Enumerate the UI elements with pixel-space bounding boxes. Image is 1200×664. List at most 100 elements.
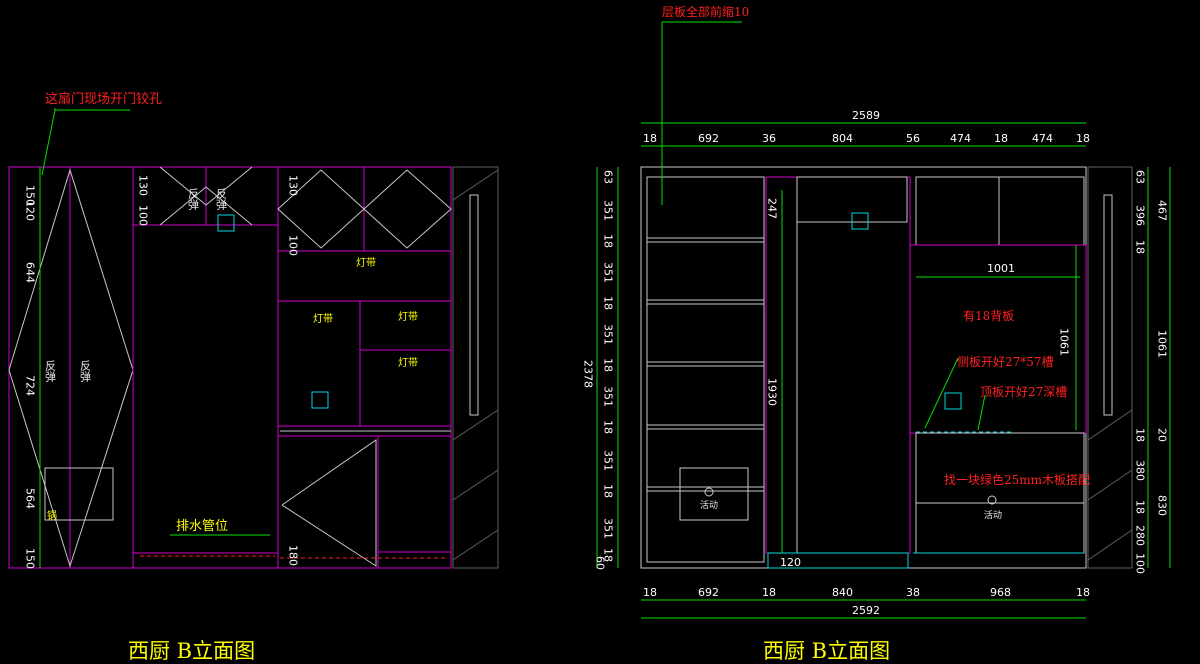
light-label: 灯带 bbox=[356, 257, 376, 269]
dim-label: 724 bbox=[24, 375, 37, 396]
light-label: 灯带 bbox=[398, 311, 418, 323]
dim-label: 63 bbox=[1134, 170, 1147, 184]
dim-label: 351 bbox=[602, 518, 615, 539]
left-vertical-dims: 150 120 644 724 564 150 bbox=[24, 185, 37, 569]
dim-label: 564 bbox=[24, 488, 37, 509]
dim-label: 18 bbox=[643, 132, 657, 145]
dim-label: 120 bbox=[24, 200, 37, 221]
dim-label: 1061 bbox=[1058, 328, 1071, 356]
left-caption: 西厨 B立面图 bbox=[128, 639, 255, 663]
socket-icon bbox=[217, 214, 235, 232]
dim-label: 18 bbox=[602, 234, 615, 248]
drain-annotation: 排水管位 bbox=[176, 519, 228, 534]
dim-label: 840 bbox=[832, 586, 853, 599]
socket-icon bbox=[851, 212, 869, 230]
light-label: 灯带 bbox=[398, 357, 418, 369]
right-elevation bbox=[596, 21, 1171, 619]
left-middle-column bbox=[132, 166, 279, 569]
back-panel-note: 有18背板 bbox=[963, 309, 1014, 323]
dim-label: 351 bbox=[602, 324, 615, 345]
dim-label: 180 bbox=[287, 545, 300, 566]
dim-label: 18 bbox=[1076, 586, 1090, 599]
dim-label: 130 bbox=[287, 175, 300, 196]
dim-label: 18 bbox=[762, 586, 776, 599]
left-elevation bbox=[8, 108, 499, 569]
dim-label: 38 bbox=[906, 586, 920, 599]
left-small-box bbox=[44, 467, 114, 521]
inner-vdims: 247 1930 1061 120 bbox=[766, 198, 1071, 569]
right-tall-unit bbox=[765, 176, 911, 554]
dim-label: 63 bbox=[602, 170, 615, 184]
dim-label: 100 bbox=[287, 235, 300, 256]
dim-label: 150 bbox=[24, 548, 37, 569]
dim-label: 18 bbox=[602, 484, 615, 498]
dim-label: 18 bbox=[1134, 428, 1147, 442]
dim-label: 18 bbox=[1134, 240, 1147, 254]
dim-label: 474 bbox=[950, 132, 971, 145]
dim-label: 18 bbox=[602, 358, 615, 372]
door-label: 反弹 bbox=[44, 360, 57, 383]
dim-label: 100 bbox=[1134, 553, 1147, 574]
dim-label: 692 bbox=[698, 586, 719, 599]
dim-label: 18 bbox=[994, 132, 1008, 145]
dim-label: 247 bbox=[766, 198, 779, 219]
small-tag: 活动 bbox=[984, 509, 1002, 521]
left-wall-hatch bbox=[452, 166, 499, 569]
dim-label: 380 bbox=[1134, 460, 1147, 481]
dim-label: 351 bbox=[602, 386, 615, 407]
dim-label: 18 bbox=[602, 548, 615, 562]
dim-label: 467 bbox=[1156, 200, 1169, 221]
left-vdims: 63 351 18 351 18 351 18 351 18 351 18 35… bbox=[594, 170, 615, 570]
dim-label: 351 bbox=[602, 450, 615, 471]
shelf-note: 层板全部前缩10 bbox=[662, 4, 749, 19]
dim-label: 968 bbox=[990, 586, 1011, 599]
dim-label: 1061 bbox=[1156, 330, 1169, 358]
dim-label: 830 bbox=[1156, 495, 1169, 516]
right-upper-cabinet bbox=[915, 176, 1085, 246]
left-inner-dims: 130 100 130 100 180 bbox=[137, 175, 300, 566]
dim-label: 18 bbox=[1134, 500, 1147, 514]
door-label: 反弹 bbox=[79, 360, 92, 383]
dim-label: 396 bbox=[1134, 205, 1147, 226]
dim-label: 692 bbox=[698, 132, 719, 145]
dim-label: 36 bbox=[762, 132, 776, 145]
socket-icon bbox=[944, 392, 962, 410]
hinge-annotation: 这扇门现场开门铰孔 bbox=[45, 91, 162, 107]
dim-label: 18 bbox=[643, 586, 657, 599]
light-label: 灯带 bbox=[313, 313, 333, 325]
door-label: 反弹 bbox=[215, 188, 228, 211]
overall-height: 2378 bbox=[582, 360, 595, 388]
dim-label: 150 bbox=[24, 185, 37, 206]
dim-label: 100 bbox=[137, 205, 150, 226]
dim-label: 56 bbox=[906, 132, 920, 145]
top-dims: 18 692 36 804 56 474 18 474 18 bbox=[643, 132, 1090, 145]
small-tag: 锅 bbox=[45, 510, 57, 521]
dim-label: 644 bbox=[24, 262, 37, 283]
dim-label: 351 bbox=[602, 262, 615, 283]
door-label: 反弹 bbox=[187, 188, 200, 211]
dim-label: 474 bbox=[1032, 132, 1053, 145]
dim-label: 120 bbox=[780, 556, 801, 569]
dim-label: 20 bbox=[1156, 428, 1169, 442]
dim-label: 804 bbox=[832, 132, 853, 145]
dim-label: 1930 bbox=[766, 378, 779, 406]
side-slot-note: 侧板开好27*57槽 bbox=[957, 355, 1054, 369]
dim-label: 18 bbox=[1076, 132, 1090, 145]
overall-width-top: 2589 bbox=[852, 109, 880, 122]
dim-label: 60 bbox=[594, 556, 607, 570]
bottom-dims: 18 692 18 840 38 968 18 bbox=[643, 586, 1090, 599]
inner-width: 1001 bbox=[987, 262, 1015, 275]
right-small-box bbox=[679, 467, 749, 521]
dim-label: 18 bbox=[602, 296, 615, 310]
dim-label: 351 bbox=[602, 200, 615, 221]
overall-width-bottom: 2592 bbox=[852, 604, 880, 617]
right-caption: 西厨 B立面图 bbox=[763, 639, 890, 663]
right-wall-hatch bbox=[1087, 166, 1133, 569]
small-tag: 活动 bbox=[700, 499, 718, 511]
board-note: 找一块绿色25mm木板搭配 bbox=[944, 472, 1090, 487]
right-shelf-unit bbox=[646, 176, 765, 563]
top-slot-note: 顶板开好27深槽 bbox=[980, 385, 1067, 399]
right-vdims: 63 396 18 1061 18 380 18 280 100 467 20 … bbox=[1134, 170, 1169, 574]
dim-label: 280 bbox=[1134, 525, 1147, 546]
